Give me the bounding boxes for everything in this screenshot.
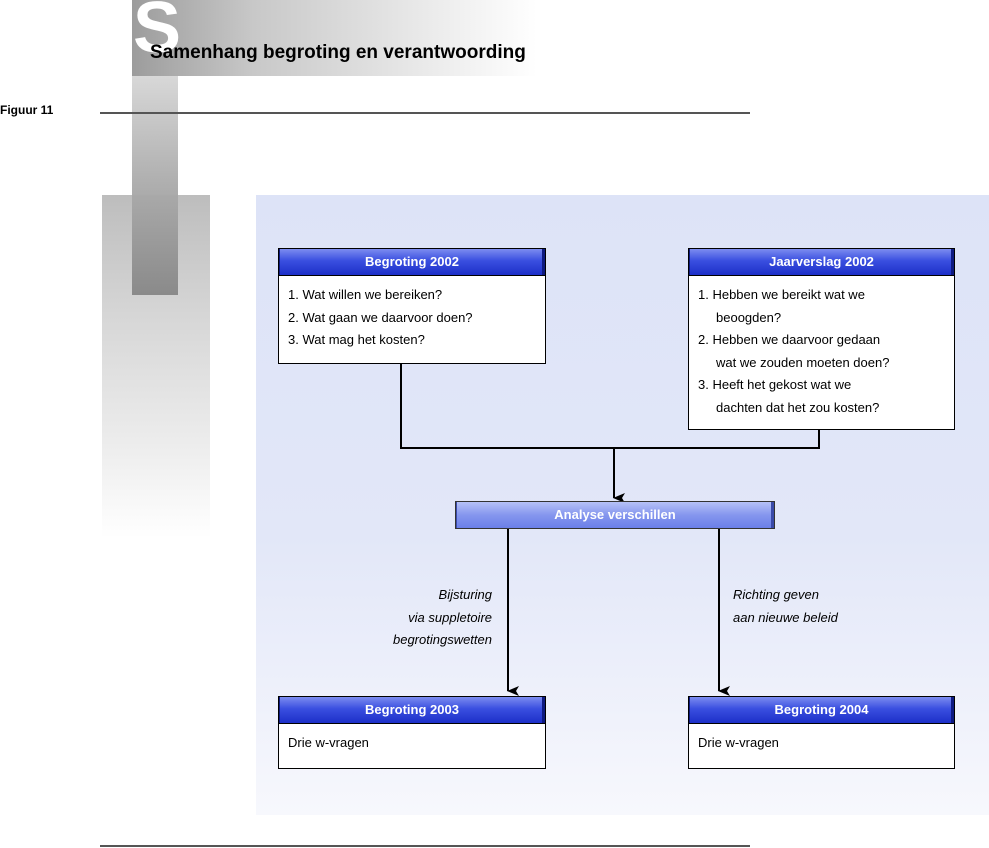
question-line: 3. Heeft het gekost wat we [698, 377, 852, 392]
header-decor-letter: S [133, 0, 182, 68]
question-line: wat we zouden moeten doen? [716, 354, 890, 370]
top-rule [100, 112, 750, 114]
question-line: dachten dat het zou kosten? [716, 399, 880, 415]
box-jaarverslag-2002: Jaarverslag 2002 1. Hebben we bereikt wa… [688, 248, 955, 430]
question-item: 2. Wat gaan we daarvoor doen? [288, 309, 473, 325]
box-title: Begroting 2002 [279, 249, 545, 276]
edge-label-line: Bijsturing [438, 587, 492, 602]
edge-label-bijsturing: Bijsturing via suppletoire begrotingswet… [330, 584, 492, 652]
box-body: Drie w-vragen [698, 735, 779, 750]
box-title: Jaarverslag 2002 [689, 249, 954, 276]
edge-label-richting: Richting geven aan nieuwe beleid [733, 584, 913, 629]
box-body: 1. Wat willen we bereiken? 2. Wat gaan w… [279, 276, 545, 352]
box-body: Drie w-vragen [288, 735, 369, 750]
box-begroting-2003: Begroting 2003 Drie w-vragen [278, 696, 546, 769]
box-title: Begroting 2004 [689, 697, 954, 724]
question-line: 1. Hebben we bereikt wat we [698, 287, 865, 302]
page-title: Samenhang begroting en verantwoording [150, 42, 526, 63]
header-decor-band [132, 0, 537, 76]
box-begroting-2002: Begroting 2002 1. Wat willen we bereiken… [278, 248, 546, 364]
figure-label: Figuur 11 [0, 103, 54, 117]
question-item: 3. Wat mag het kosten? [288, 332, 425, 347]
box-title: Begroting 2003 [279, 697, 545, 724]
box-analyse-verschillen: Analyse verschillen [455, 501, 775, 529]
edge-label-line: aan nieuwe beleid [733, 609, 838, 625]
question-line: beoogden? [716, 309, 782, 325]
box-begroting-2004: Begroting 2004 Drie w-vragen [688, 696, 955, 769]
bottom-rule [100, 845, 750, 847]
header-decor-column-lower [132, 195, 178, 295]
edge-label-line: Richting geven [733, 587, 819, 602]
question-item: 1. Wat willen we bereiken? [288, 287, 443, 302]
question-line: 2. Hebben we daarvoor gedaan [698, 332, 881, 347]
connector-begroting-2002 [400, 364, 614, 449]
edge-label-line: via suppletoire [408, 609, 492, 625]
box-body: 1. Hebben we bereikt wat we beoogden? 2.… [689, 276, 954, 419]
edge-label-line: begrotingswetten [392, 632, 492, 647]
connector-jaarverslag-2002 [614, 430, 820, 449]
